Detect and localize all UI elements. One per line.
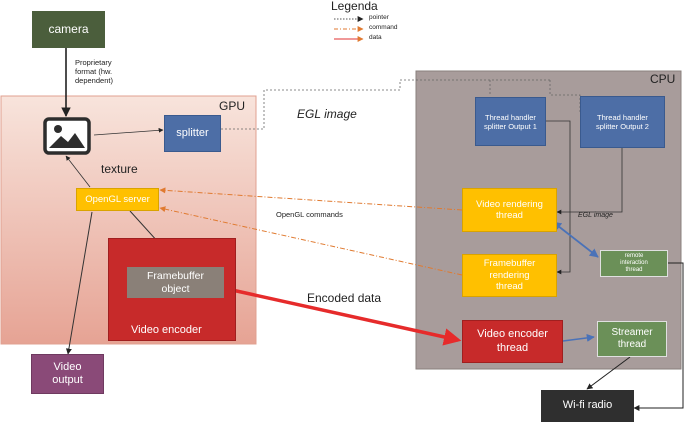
cpu-region-label: CPU (650, 72, 676, 86)
edge-command-fb (159, 206, 463, 276)
thread-handler-2-node: Thread handler splitter Output 2 (580, 96, 665, 148)
video-encoder-thread-label: Video encoder thread (477, 328, 548, 354)
framebuffer-rendering-thread-node: Framebuffer rendering thread (462, 254, 557, 297)
edge-vr-remote (552, 221, 599, 258)
opengl-commands-label: OpenGL commands (276, 210, 343, 219)
wifi-radio-node: Wi-fi radio (541, 390, 634, 422)
legend-item-pointer: pointer (369, 14, 389, 21)
video-encoder-thread-node: Video encoder thread (462, 320, 563, 363)
edge-command-vr (159, 187, 463, 211)
camera-node: camera (32, 11, 105, 48)
wifi-radio-label: Wi-fi radio (562, 399, 613, 412)
legend-item-data: data (369, 34, 382, 41)
edge-encoded-data (222, 286, 462, 346)
video-encoder-node: Framebuffer object Video encoder (108, 238, 236, 341)
thread-handler-1-node: Thread handler splitter Output 1 (475, 97, 546, 146)
thread-handler-1-label: Thread handler splitter Output 1 (484, 112, 537, 131)
framebuffer-rendering-thread-label: Framebuffer rendering thread (483, 258, 536, 293)
gpu-region-label: GPU (219, 99, 246, 113)
edge-image-splitter (93, 127, 164, 136)
video-output-node-label: Video output (52, 360, 83, 386)
egl-image-label: EGL image (297, 107, 357, 121)
texture-label: texture (101, 162, 138, 176)
edge-handler2-vrthread (556, 148, 623, 215)
edge-encoder-streamer (562, 333, 595, 342)
proprietary-format-note: Proprietary format (hw. dependent) (75, 58, 113, 85)
streamer-thread-label: Streamer thread (611, 327, 653, 350)
camera-node-label: camera (48, 22, 89, 37)
legend-title: Legenda (331, 0, 378, 13)
edge-streamer-wifi (586, 356, 631, 390)
video-output-node: Video output (31, 354, 104, 394)
streamer-thread-node: Streamer thread (597, 321, 667, 357)
splitter-node-label: splitter (176, 126, 209, 139)
edge-splitter-egl (221, 79, 550, 130)
thread-handler-2-label: Thread handler splitter Output 2 (596, 113, 649, 131)
video-rendering-thread-label: Video rendering thread (476, 198, 543, 221)
opengl-server-node: OpenGL server (76, 188, 159, 211)
remote-interaction-thread-node: remote interaction thread (600, 250, 668, 277)
framebuffer-object-node-label: Framebuffer object (147, 269, 204, 295)
image-icon (43, 117, 91, 155)
edge-remote-wifi (633, 262, 684, 411)
video-encoder-node-label: Video encoder (131, 324, 202, 336)
opengl-server-node-label: OpenGL server (85, 193, 150, 205)
video-rendering-thread-node: Video rendering thread (462, 188, 557, 232)
framebuffer-object-node: Framebuffer object (127, 267, 224, 298)
legend-item-command: command (369, 24, 398, 31)
egl-image-small-label: EGL image (578, 212, 613, 219)
encoded-data-label: Encoded data (307, 291, 382, 305)
edge-handler1-fbthread (546, 120, 571, 275)
edge-opengl-image (65, 155, 91, 188)
edge-opengl-videooutput (65, 211, 93, 355)
remote-interaction-thread-label: remote interaction thread (620, 252, 648, 274)
splitter-node: splitter (164, 115, 221, 152)
